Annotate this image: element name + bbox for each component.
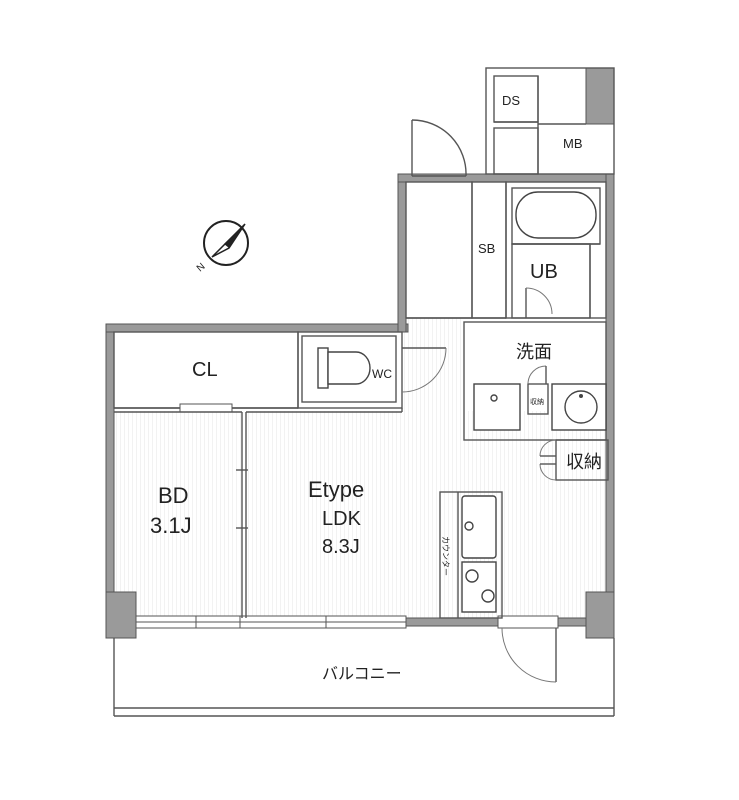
counter-label: カウンター [441,536,450,576]
cl-label: CL [192,359,218,381]
toilet-room [297,331,447,409]
ldk-label: LDK [322,508,362,530]
balcony-door [501,627,557,683]
unit-bath [505,181,607,319]
storage-cabinet [539,439,609,481]
north-arrow-icon [203,220,249,266]
floor-areas [114,318,606,619]
ldk-size-label: 8.3J [322,536,360,558]
type-label: Etype [308,477,364,502]
mb-label: MB [563,136,583,151]
balcony [113,638,615,717]
wc-label: WC [372,367,392,381]
small-storage-label: 収納 [530,397,544,406]
storage-label: 収納 [566,452,602,473]
washroom-label: 洗面 [516,342,552,363]
north-label: N [195,261,208,274]
washroom [463,321,607,441]
bd-size-label: 3.1J [150,513,192,538]
windows [135,615,559,629]
entrance-door [411,119,467,177]
bd-label: BD [158,483,189,508]
shaft-block [485,67,615,175]
ub-label: UB [530,261,558,283]
sb-label: SB [478,241,495,256]
entry-area [405,181,507,319]
ds-label: DS [502,93,520,108]
partition [114,408,403,618]
kitchen-counter [439,491,503,619]
balcony-label: バルコニー [322,664,402,683]
